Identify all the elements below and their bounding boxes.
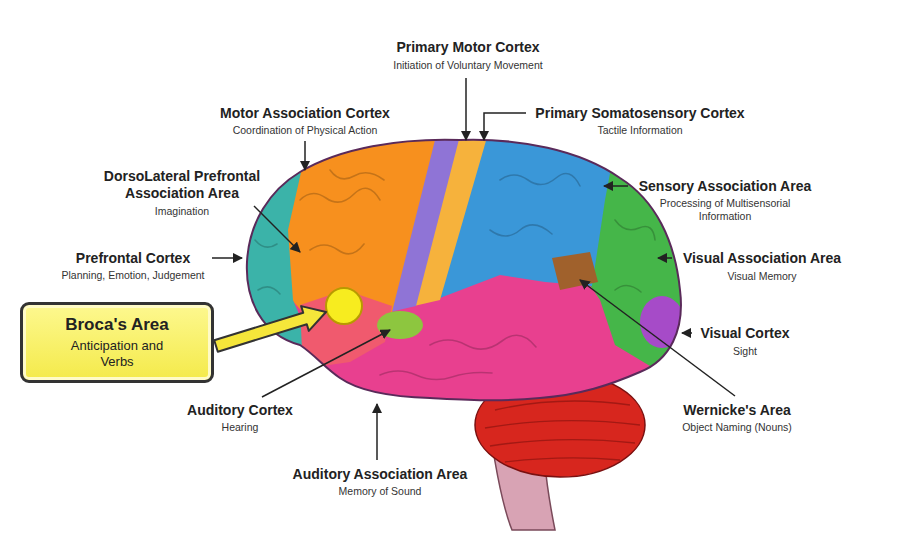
cerebrum bbox=[200, 100, 720, 420]
region-name: Auditory Association Area bbox=[293, 466, 468, 483]
gyrus-line bbox=[615, 285, 641, 292]
visual-cortex-region bbox=[640, 296, 684, 348]
region-name: Primary Somatosensory Cortex bbox=[535, 105, 744, 122]
temporal-lobe bbox=[200, 100, 720, 420]
leader-arrow bbox=[484, 113, 526, 140]
gyrus-line bbox=[310, 244, 364, 254]
leader-arrow bbox=[262, 330, 390, 397]
function-note: Sight bbox=[733, 345, 757, 358]
cerebellum-fold bbox=[490, 440, 635, 446]
gyrus-line bbox=[330, 170, 384, 180]
leader-arrow bbox=[254, 206, 300, 252]
region-name: Sensory Association Area bbox=[639, 178, 811, 195]
region-name: Motor Association Cortex bbox=[220, 105, 390, 122]
broca-region bbox=[326, 288, 362, 324]
region-name: Primary Motor Cortex bbox=[396, 39, 539, 56]
function-note: Initiation of Voluntary Movement bbox=[393, 59, 542, 72]
gyrus-line bbox=[255, 240, 277, 247]
leader-arrow bbox=[465, 78, 467, 140]
wernicke-region bbox=[552, 252, 598, 290]
callout-box: Broca's AreaAnticipation and Verbs bbox=[20, 302, 214, 383]
gyrus-line bbox=[615, 220, 655, 240]
function-note: Imagination bbox=[155, 205, 209, 218]
function-note: Planning, Emotion, Judgement bbox=[61, 269, 204, 282]
callout-note: Anticipation and Verbs bbox=[61, 338, 173, 369]
callout-title: Broca's Area bbox=[65, 315, 169, 335]
cerebellum-folia bbox=[485, 401, 640, 462]
leader-arrow bbox=[376, 404, 378, 460]
function-note: Processing of Multisensorial Information bbox=[645, 197, 805, 222]
leader-arrow bbox=[304, 141, 306, 170]
gyrus-line bbox=[500, 174, 580, 187]
function-note: Tactile Information bbox=[597, 124, 682, 137]
gyrus-line bbox=[258, 287, 280, 294]
gyrus-line bbox=[430, 335, 536, 349]
cerebellum-fold bbox=[485, 421, 640, 428]
function-note: Memory of Sound bbox=[339, 485, 422, 498]
region-name: Visual Association Area bbox=[683, 250, 841, 267]
region-name: Visual Cortex bbox=[700, 325, 789, 342]
leader-arrow bbox=[658, 257, 672, 259]
auditory-region bbox=[377, 311, 423, 339]
gyrus-line bbox=[300, 188, 380, 202]
region-name: Auditory Cortex bbox=[187, 402, 293, 419]
function-note: Hearing bbox=[222, 421, 259, 434]
frontal-region bbox=[270, 120, 440, 332]
cerebrum-outline bbox=[247, 140, 681, 401]
region-name: Prefrontal Cortex bbox=[76, 250, 190, 267]
broca-pointer-arrow bbox=[214, 306, 326, 352]
gyri-texture bbox=[255, 170, 655, 380]
function-note: Object Naming (Nouns) bbox=[682, 421, 792, 434]
region-name: Wernicke's Area bbox=[683, 402, 791, 419]
function-note: Coordination of Physical Action bbox=[233, 124, 378, 137]
gyrus-line bbox=[490, 225, 552, 236]
leader-arrow bbox=[682, 332, 692, 334]
cerebellum-fold bbox=[495, 401, 630, 410]
leader-arrow bbox=[212, 257, 242, 259]
leader-arrow bbox=[604, 185, 628, 187]
cerebellum-fold bbox=[505, 458, 620, 462]
region-name: DorsoLateral Prefrontal Association Area bbox=[92, 168, 272, 202]
gyrus-line bbox=[380, 371, 492, 380]
function-note: Visual Memory bbox=[727, 270, 796, 283]
